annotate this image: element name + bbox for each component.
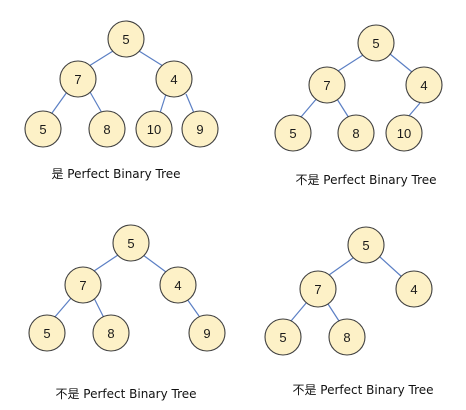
node-value: 5 bbox=[289, 126, 296, 141]
node-value: 4 bbox=[410, 282, 417, 297]
tree-node: 4 bbox=[159, 266, 197, 304]
node-value: 5 bbox=[122, 32, 129, 47]
node-value: 5 bbox=[127, 236, 134, 251]
node-value: 7 bbox=[74, 72, 81, 87]
tree-node: 5 bbox=[347, 226, 385, 264]
edge bbox=[389, 53, 413, 73]
tree-node: 7 bbox=[59, 60, 97, 98]
tree-node: 5 bbox=[24, 110, 62, 148]
edge bbox=[89, 91, 103, 114]
tree-node: 7 bbox=[308, 66, 346, 104]
node-value: 4 bbox=[174, 278, 181, 293]
tree-node: 10 bbox=[135, 110, 173, 148]
node-value: 5 bbox=[372, 36, 379, 51]
tree-node: 9 bbox=[181, 110, 219, 148]
node-value: 7 bbox=[79, 278, 86, 293]
node-value: 8 bbox=[103, 122, 110, 137]
edge bbox=[159, 93, 167, 114]
edge bbox=[53, 296, 73, 319]
caption: 不是 Perfect Binary Tree bbox=[55, 387, 196, 401]
tree-1: 5 7 4 5 8 10 9 是 Perfect Binary Tree bbox=[24, 20, 219, 181]
edge bbox=[51, 91, 68, 114]
node-value: 8 bbox=[343, 330, 350, 345]
tree-3: 5 7 4 5 8 9 不是 Perfect Binary Tree bbox=[28, 224, 226, 401]
tree-node: 5 bbox=[274, 114, 312, 152]
edge bbox=[300, 96, 319, 118]
edge bbox=[328, 257, 354, 276]
tree-4: 5 7 4 5 8 不是 Perfect Binary Tree bbox=[264, 226, 434, 397]
node-value: 8 bbox=[352, 126, 359, 141]
node-value: 9 bbox=[196, 122, 203, 137]
edge bbox=[327, 303, 340, 322]
node-value: 5 bbox=[39, 122, 46, 137]
tree-node: 7 bbox=[299, 270, 337, 308]
node-value: 10 bbox=[147, 122, 161, 137]
tree-node: 4 bbox=[405, 66, 443, 104]
tree-node: 5 bbox=[264, 318, 302, 356]
edge bbox=[290, 301, 308, 322]
caption: 不是 Perfect Binary Tree bbox=[292, 383, 433, 397]
node-value: 9 bbox=[203, 326, 210, 341]
edge bbox=[186, 298, 200, 317]
node-value: 5 bbox=[362, 238, 369, 253]
edge bbox=[138, 50, 164, 67]
tree-node: 5 bbox=[28, 314, 66, 352]
node-value: 10 bbox=[397, 126, 411, 141]
edge bbox=[93, 254, 119, 272]
tree-node: 5 bbox=[112, 224, 150, 262]
tree-node: 8 bbox=[328, 318, 366, 356]
node-value: 7 bbox=[314, 282, 321, 297]
caption: 是 Perfect Binary Tree bbox=[51, 167, 180, 181]
tree-node: 10 bbox=[385, 114, 423, 152]
caption: 不是 Perfect Binary Tree bbox=[295, 173, 436, 187]
edge bbox=[337, 54, 364, 72]
edge bbox=[185, 93, 195, 114]
tree-node: 8 bbox=[92, 314, 130, 352]
node-value: 7 bbox=[323, 78, 330, 93]
tree-node: 8 bbox=[337, 114, 375, 152]
node-value: 5 bbox=[43, 326, 50, 341]
tree-node: 5 bbox=[357, 24, 395, 62]
tree-2: 5 7 4 5 8 10 不是 Perfect Binary Tree bbox=[274, 24, 443, 187]
edge bbox=[407, 102, 421, 118]
tree-node: 9 bbox=[188, 314, 226, 352]
edge bbox=[142, 254, 167, 273]
node-value: 5 bbox=[279, 330, 286, 345]
tree-node: 8 bbox=[88, 110, 126, 148]
tree-node: 5 bbox=[107, 20, 145, 58]
tree-node: 4 bbox=[155, 60, 193, 98]
node-value: 4 bbox=[420, 78, 427, 93]
edge bbox=[336, 98, 350, 119]
node-value: 4 bbox=[170, 72, 177, 87]
node-value: 8 bbox=[107, 326, 114, 341]
edge bbox=[379, 256, 403, 278]
tree-node: 4 bbox=[395, 270, 433, 308]
edge bbox=[93, 297, 105, 319]
edge bbox=[88, 50, 114, 67]
tree-node: 7 bbox=[64, 266, 102, 304]
